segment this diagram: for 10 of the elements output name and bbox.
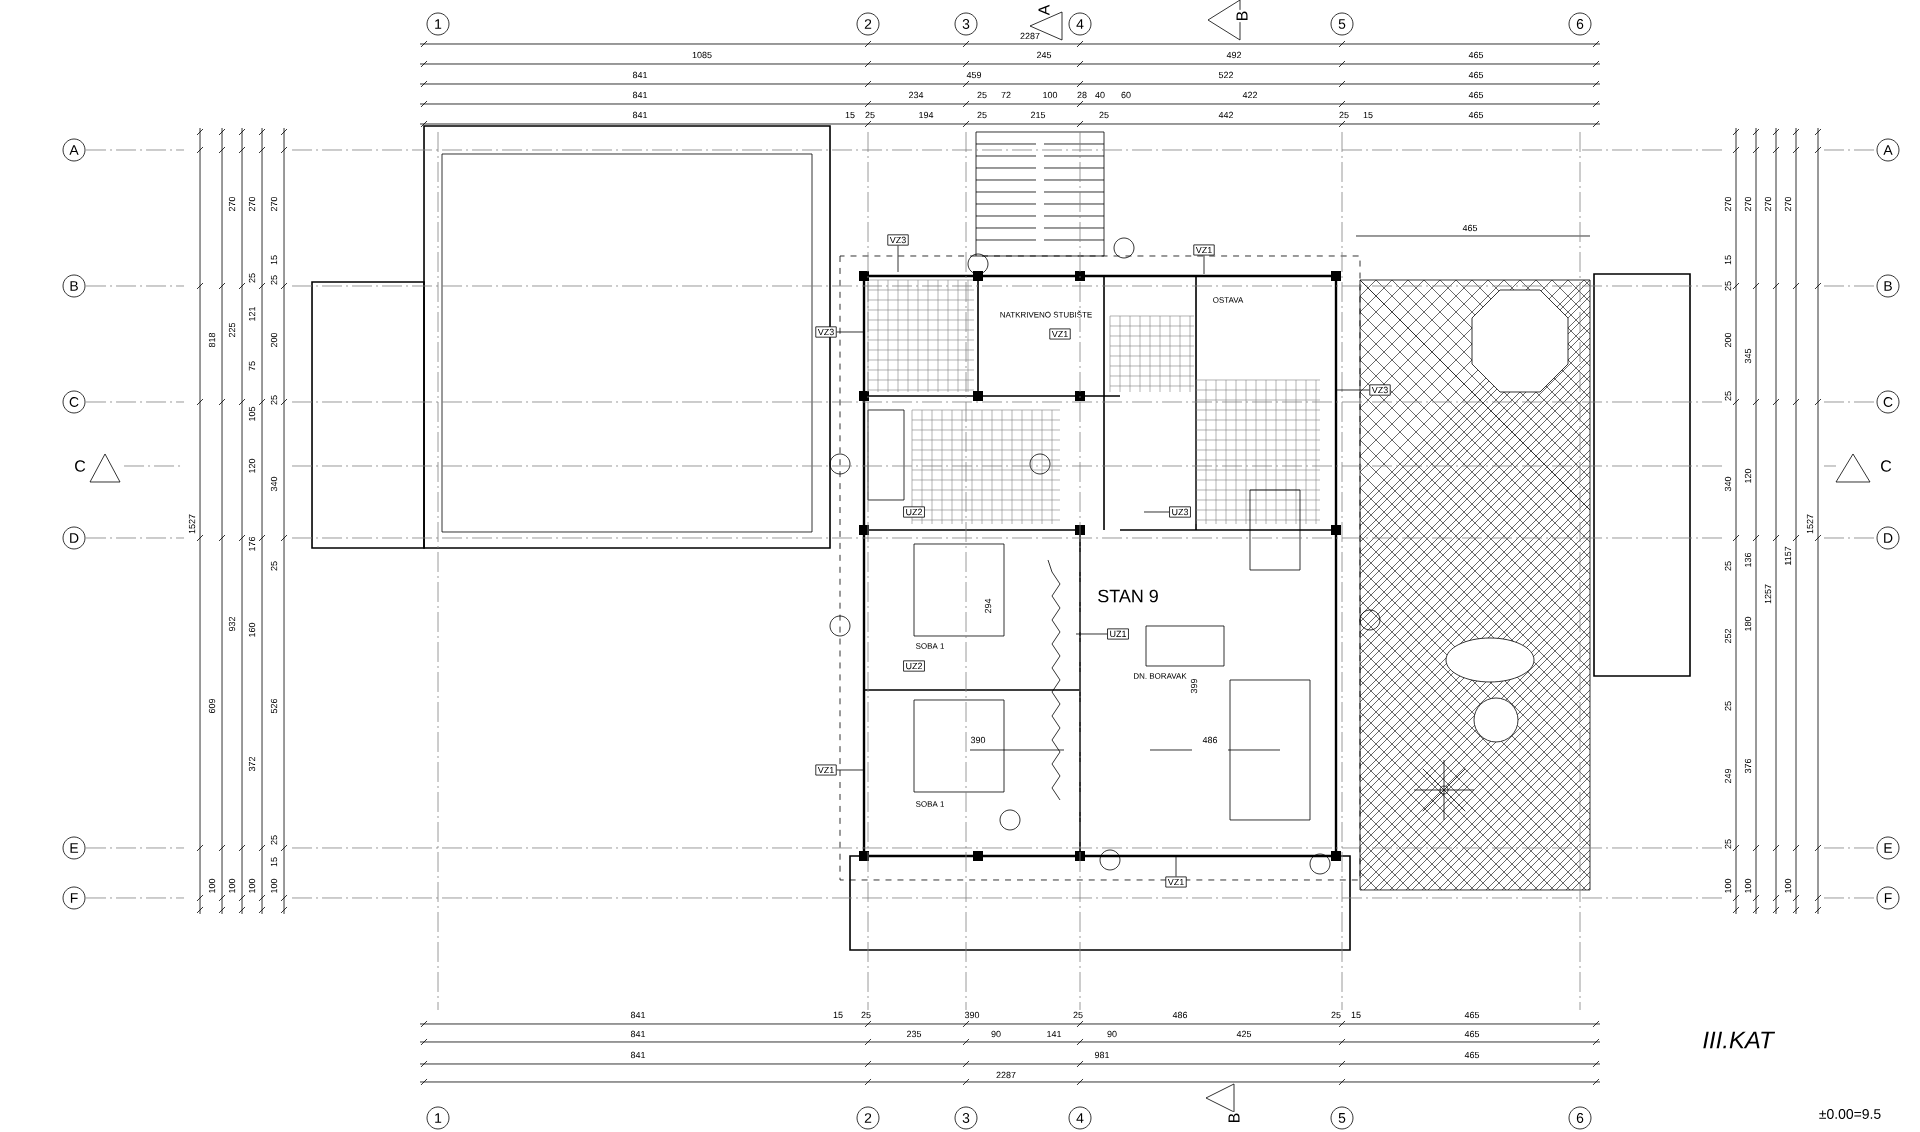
floor-title: III.KAT (1703, 1031, 1776, 1049)
leader-line (1175, 855, 1177, 877)
apartment-name: STAN 9 (1096, 588, 1160, 604)
leader-line (1335, 389, 1370, 391)
leader-line (1075, 633, 1108, 635)
leader-line (836, 769, 865, 771)
leader-line (897, 245, 899, 273)
leader-line (1203, 255, 1205, 275)
leader-line (836, 331, 865, 333)
leader-line (1143, 511, 1170, 513)
